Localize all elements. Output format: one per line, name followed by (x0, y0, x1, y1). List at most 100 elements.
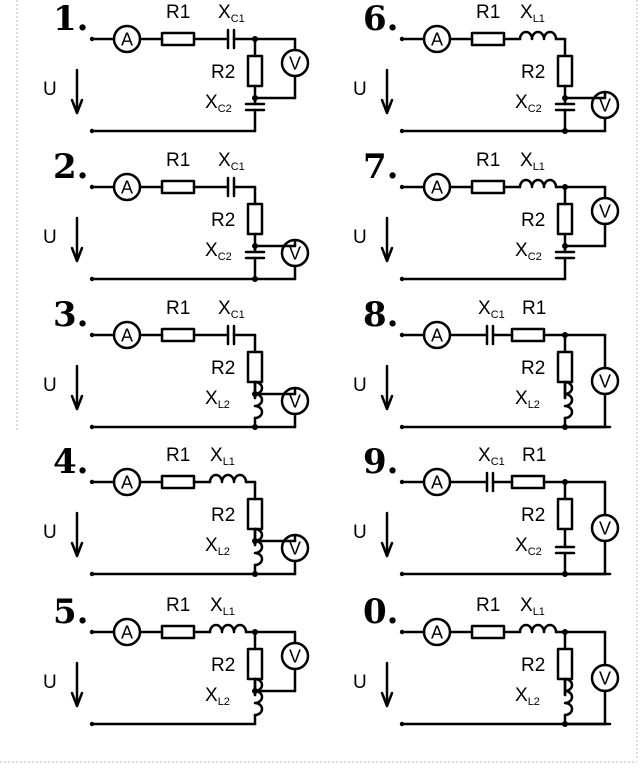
resistor-r1 (470, 624, 506, 640)
reactance-label-c2: XC2 (205, 92, 232, 115)
label-r2: R2 (521, 62, 545, 83)
label-r2: R2 (521, 210, 545, 231)
circuit-number: 0. (363, 592, 399, 632)
ammeter-letter: A (121, 178, 133, 198)
voltage-arrow-head (380, 691, 394, 708)
reactance-label-l2: XL2 (205, 535, 230, 558)
ammeter-letter: A (431, 178, 443, 198)
voltage-arrow-head (380, 394, 394, 411)
circuit-number: 2. (53, 147, 89, 187)
circuit-number: 5. (53, 592, 89, 632)
ammeter-letter: A (121, 473, 133, 493)
label-r1: R1 (476, 2, 500, 23)
label-r1: R1 (166, 150, 190, 171)
voltmeter-letter: V (599, 669, 611, 689)
voltage-label: U (43, 227, 57, 248)
label-r1: R1 (476, 150, 500, 171)
voltage-arrow-head (70, 246, 84, 263)
voltage-arrow-head (380, 98, 394, 115)
reactance-label-c1: XC1 (478, 445, 505, 468)
reactance-label-l1: XL1 (520, 2, 545, 25)
reactance-label-c1: XC1 (218, 298, 245, 321)
voltage-arrow-head (380, 246, 394, 263)
reactance-label-l2: XL2 (515, 388, 540, 411)
resistor-r1 (470, 179, 506, 195)
label-r1: R1 (476, 595, 500, 616)
reactance-label-l2: XL2 (515, 685, 540, 708)
inductor-l2 (253, 527, 264, 567)
voltage-label: U (43, 79, 57, 100)
label-r2: R2 (521, 655, 545, 676)
circuit-number: 9. (363, 442, 399, 482)
reactance-label-c2: XC2 (205, 240, 232, 263)
resistor-r2 (556, 497, 574, 531)
reactance-label-c2: XC2 (515, 240, 542, 263)
voltmeter-letter: V (599, 96, 611, 116)
circuit-number: 3. (53, 295, 89, 335)
circuit-number: 1. (53, 0, 89, 39)
resistor-r2 (556, 54, 574, 88)
reactance-label-c1: XC1 (478, 298, 505, 321)
resistor-r2 (556, 647, 574, 681)
label-r1: R1 (522, 298, 546, 319)
circuit-number: 8. (363, 295, 399, 335)
resistor-r2 (246, 647, 264, 681)
label-r2: R2 (211, 358, 235, 379)
voltmeter-letter: V (289, 392, 301, 412)
ammeter-letter: A (431, 623, 443, 643)
resistor-r2 (246, 54, 264, 88)
resistor-r2 (556, 350, 574, 384)
reactance-label-l2: XL2 (205, 388, 230, 411)
label-r1: R1 (166, 298, 190, 319)
voltmeter-letter: V (289, 54, 301, 74)
ammeter-letter: A (121, 326, 133, 346)
ammeter-letter: A (121, 623, 133, 643)
voltage-arrow-head (70, 394, 84, 411)
inductor-l1 (518, 178, 558, 189)
voltmeter-letter: V (289, 647, 301, 667)
inductor-l1 (518, 623, 558, 634)
ammeter-letter: A (431, 30, 443, 50)
inductor-l2 (563, 380, 574, 420)
inductor-l2 (563, 677, 574, 717)
reactance-label-c2: XC2 (515, 92, 542, 115)
voltage-label: U (43, 672, 57, 693)
resistor-r1 (510, 327, 546, 343)
label-r1: R1 (166, 445, 190, 466)
resistor-r2 (556, 202, 574, 236)
reactance-label-c1: XC1 (218, 150, 245, 173)
reactance-label-c1: XC1 (218, 2, 245, 25)
voltage-arrow-head (70, 98, 84, 115)
label-r2: R2 (521, 505, 545, 526)
circuit-number: 6. (363, 0, 399, 39)
resistor-r2 (246, 350, 264, 384)
label-r1: R1 (166, 2, 190, 23)
voltmeter-letter: V (289, 539, 301, 559)
resistor-r1 (160, 327, 196, 343)
reactance-label-l1: XL1 (210, 445, 235, 468)
voltage-arrow-head (70, 541, 84, 558)
ammeter-letter: A (431, 473, 443, 493)
resistor-r2 (246, 497, 264, 531)
resistor-r1 (160, 31, 196, 47)
resistor-r1 (160, 624, 196, 640)
ammeter-letter: A (121, 30, 133, 50)
resistor-r1 (160, 474, 196, 490)
reactance-label-l1: XL1 (520, 595, 545, 618)
label-r2: R2 (211, 62, 235, 83)
voltage-label: U (353, 672, 367, 693)
inductor-l2 (253, 677, 264, 717)
voltage-label: U (353, 79, 367, 100)
